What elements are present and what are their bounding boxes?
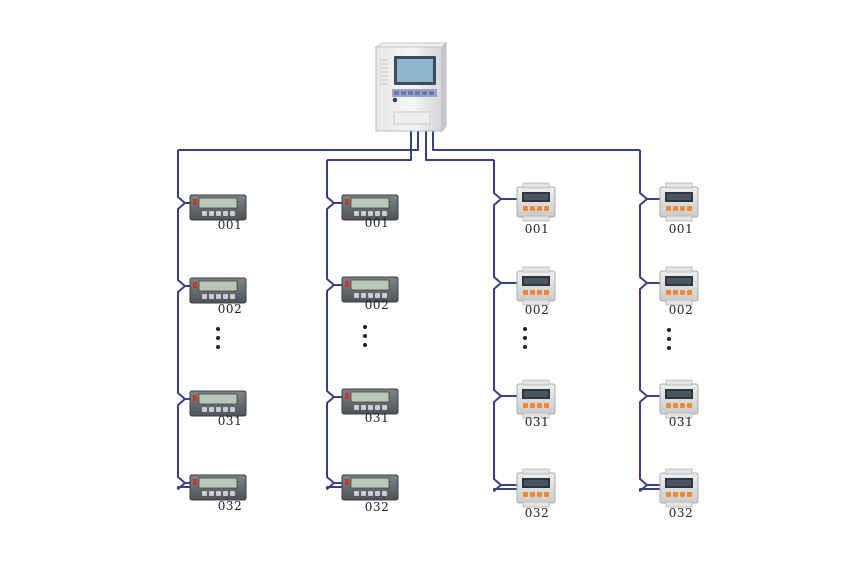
- panel-meter-icon: [189, 474, 247, 501]
- bus-wire: [177, 150, 190, 490]
- panel-meter-icon: [341, 194, 399, 221]
- device-address-label: 031: [364, 411, 390, 425]
- device-address-label: 001: [364, 216, 390, 230]
- device-layer: [189, 182, 699, 508]
- device-address-label: 002: [217, 302, 243, 316]
- monitoring-host-icon: [374, 41, 448, 133]
- panel-meter-icon: [189, 390, 247, 417]
- trunk-wire: [327, 131, 412, 161]
- bus-wires: [177, 131, 660, 492]
- trunk-wire: [425, 131, 494, 161]
- ellipsis-dot: [523, 327, 527, 331]
- device-address-label: 032: [524, 506, 550, 520]
- din-rail-meter-icon: [516, 182, 556, 222]
- din-rail-meter-icon: [659, 379, 699, 419]
- device-address-label: 002: [668, 303, 694, 317]
- ellipsis-dot: [363, 343, 367, 347]
- ellipsis-dot: [523, 336, 527, 340]
- bus-wire: [326, 160, 342, 490]
- din-rail-meter-icon: [659, 182, 699, 222]
- din-rail-meter-icon: [516, 468, 556, 508]
- device-address-label: 001: [217, 218, 243, 232]
- din-rail-meter-icon: [659, 468, 699, 508]
- panel-meter-icon: [189, 277, 247, 304]
- device-address-label: 001: [524, 222, 550, 236]
- ellipsis-dot: [363, 334, 367, 338]
- device-address-label: 001: [668, 222, 694, 236]
- ellipsis-dot: [216, 345, 220, 349]
- device-address-label: 032: [217, 499, 243, 513]
- trunk-wire: [178, 131, 419, 151]
- trunk-wire: [432, 131, 640, 151]
- ellipsis-dot: [667, 337, 671, 341]
- bus-wire: [639, 150, 660, 492]
- panel-meter-icon: [189, 194, 247, 221]
- device-address-label: 032: [364, 500, 390, 514]
- panel-meter-icon: [341, 276, 399, 303]
- ellipsis-dot: [363, 325, 367, 329]
- ellipsis-dot: [667, 328, 671, 332]
- device-address-label: 032: [668, 506, 694, 520]
- din-rail-meter-icon: [516, 266, 556, 306]
- device-address-label: 002: [524, 303, 550, 317]
- ellipsis-dot: [523, 345, 527, 349]
- din-rail-meter-icon: [659, 266, 699, 306]
- ellipsis-dot: [216, 336, 220, 340]
- ellipsis-dot: [667, 346, 671, 350]
- device-address-label: 031: [668, 415, 694, 429]
- device-address-label: 031: [524, 415, 550, 429]
- panel-meter-icon: [341, 474, 399, 501]
- device-address-label: 031: [217, 414, 243, 428]
- din-rail-meter-icon: [516, 379, 556, 419]
- ellipsis-dot: [216, 327, 220, 331]
- panel-meter-icon: [341, 388, 399, 415]
- bus-wire: [493, 160, 517, 492]
- device-address-label: 002: [364, 298, 390, 312]
